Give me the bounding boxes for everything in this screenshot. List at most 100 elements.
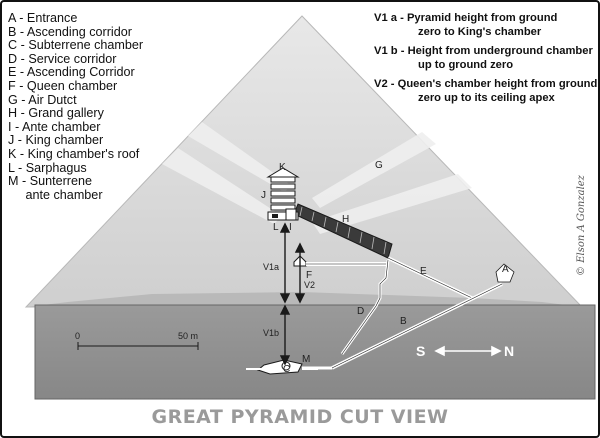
legend-text: Grand gallery (28, 106, 104, 121)
note-line-2: up to ground zero (418, 58, 514, 71)
legend-key: I (8, 119, 12, 134)
label-i: I (289, 222, 292, 233)
sarcophagus (272, 214, 278, 218)
legend-key: G (8, 92, 18, 107)
legend-separator: - (14, 160, 26, 175)
legend-item: ante chamber (8, 187, 143, 203)
label-k: K (279, 162, 286, 173)
legend-separator: - (15, 11, 27, 25)
legend-text: King chamber (25, 133, 104, 148)
note-code: V2 (374, 78, 388, 90)
legend-separator: - (18, 174, 30, 189)
legend-item: H - Grand gallery (8, 106, 143, 121)
note-line-2: zero up to its ceiling apex (418, 91, 555, 104)
legend-separator: - (15, 78, 27, 93)
scale-end: 50 m (178, 331, 198, 341)
scale-start: 0 (75, 331, 80, 341)
air-duct-upper-right (312, 132, 436, 208)
label-d: D (357, 306, 364, 317)
air-duct-lower-right (312, 174, 472, 234)
note-code: V1 b (374, 45, 398, 57)
measurement-v2 (294, 242, 306, 304)
legend-key: C (8, 38, 18, 53)
diagram-title: GREAT PYRAMID CUT VIEW (151, 406, 449, 428)
legend-text: Service corridor (28, 51, 117, 66)
label-j: J (261, 190, 266, 201)
note-line-1: V2 - Queen's chamber height from ground (374, 78, 598, 90)
artist-signature: © Elson A Gonzalez (576, 175, 588, 276)
compass-south: S (416, 343, 425, 359)
king-chamber-roof (266, 167, 300, 211)
legend-key: M (8, 174, 19, 189)
legend-separator: - (14, 133, 26, 148)
legend-item: K - King chamber's roof (8, 146, 143, 162)
label-m: M (302, 354, 310, 365)
label-v1b: V1b (263, 328, 279, 338)
legend-text: Queen chamber (26, 78, 118, 93)
label-f: F (306, 270, 312, 281)
entrance (495, 263, 515, 283)
legend-key: F (8, 78, 16, 93)
legend-key: K (8, 146, 17, 161)
compass-arrow (434, 345, 502, 357)
legend-key: B (8, 24, 17, 39)
legend-separator: - (16, 146, 28, 161)
legend-item: E - Ascending Corridor (8, 66, 143, 80)
legend-text: Air Dutct (28, 92, 77, 107)
label-g: G (375, 160, 383, 171)
legend-text: Ante chamber (22, 119, 101, 134)
legend-separator: - (17, 92, 29, 107)
note-text: Pyramid height from ground (406, 12, 558, 24)
legend-key: E (8, 65, 17, 80)
legend-text: Entrance (26, 11, 78, 25)
note-line-2: zero to King's chamber (418, 25, 542, 38)
scale-bar (77, 342, 199, 350)
note-text: Height from underground chamber (407, 45, 593, 57)
legend-text: Sunterrene (29, 174, 93, 189)
legend-item: M - Sunterrene (8, 174, 143, 189)
label-v1a: V1a (263, 262, 279, 272)
legend-text: Ascending corridor (26, 24, 132, 39)
compass-north: N (504, 343, 514, 359)
label-c: C (283, 364, 290, 375)
label-e: E (420, 266, 427, 277)
label-v2: V2 (304, 280, 315, 290)
king-chamber (267, 211, 299, 221)
legend-key: J (8, 133, 15, 148)
label-a: A (502, 264, 509, 275)
legend-item: C - Subterrene chamber (8, 38, 144, 53)
legend-separator: - (16, 65, 27, 80)
legend-separator: - (16, 24, 27, 39)
legend-text: Subterrene chamber (28, 38, 144, 53)
grand-gallery-hatching (299, 206, 387, 255)
legend-item: I - Ante chamber (8, 119, 143, 135)
legend-item: A - Entrance (8, 11, 143, 26)
legend-item: B - Ascending corridor (8, 24, 143, 40)
label-b: B (400, 316, 407, 327)
grand-gallery (293, 203, 393, 259)
pyramid-base-band (26, 292, 582, 307)
legend-separator: - (17, 106, 29, 121)
legend-text: ante chamber (25, 187, 103, 202)
legend-key: D (8, 51, 18, 66)
legend-text: Ascending Corridor (26, 65, 135, 80)
legend-separator: - (11, 119, 22, 134)
legend-separator: - (17, 51, 29, 66)
label-l: L (273, 222, 279, 233)
air-duct-upper-left (188, 122, 292, 192)
legend-text: Sarphagus (25, 160, 87, 175)
label-h: H (342, 214, 349, 225)
legend-item: D - Service corridor (8, 51, 143, 67)
note-line-1: V1 a - Pyramid height from ground (374, 12, 558, 24)
air-duct-lower-left (162, 148, 282, 224)
legend-item: L - Sarphagus (8, 160, 143, 176)
legend-key: H (8, 106, 18, 121)
legend-key: L (8, 160, 15, 175)
legend-separator: - (17, 38, 29, 53)
measurement-v1b (279, 304, 291, 366)
legend-key: A (8, 11, 16, 25)
